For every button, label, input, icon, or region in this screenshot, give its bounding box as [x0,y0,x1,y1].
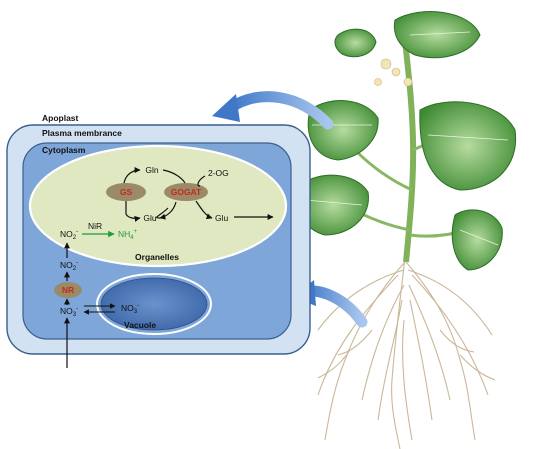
metabolite-glu-left: Glu [143,213,157,223]
label-plasma-membrance: Plasma membrance [42,128,122,138]
plant-flowers [374,58,413,87]
plant-cell: Apoplast Plasma membrance Cytoplasm Orga… [6,113,311,368]
svg-text:NO3-: NO3- [121,303,139,315]
vacuole-rim [96,273,212,335]
svg-text:NO3-: NO3- [60,306,78,318]
metabolite-no3-cytoplasm: NO3- [60,306,78,318]
organelle [28,144,288,268]
svg-text:NO2-: NO2- [60,260,78,272]
metabolite-no2-cytoplasm: NO2- [60,260,78,272]
enzyme-gogat [164,183,208,201]
gs-gogat-cycle-arrows [123,167,274,222]
arrow-leaf-to-cell [212,91,334,130]
plant-leaves [297,11,517,271]
metabolite-no3-vacuole: NO3- [121,303,139,315]
enzyme-gs [106,183,146,201]
label-apoplast: Apoplast [42,113,79,123]
enzyme-nir-label: NiR [88,221,102,231]
enzyme-nr-label: NR [62,285,74,295]
vacuole [100,277,208,331]
metabolite-glu-right: Glu [215,213,229,223]
svg-text:NO2-: NO2- [60,229,78,241]
enzyme-gogat-label: GOGAT [171,187,202,197]
label-organelles: Organelles [135,252,179,262]
label-cytoplasm: Cytoplasm [42,145,86,155]
enzyme-gs-label: GS [120,187,133,197]
cucumber-plant-illustration [297,11,517,449]
metabolite-2og: 2-OG [208,168,229,178]
enzyme-nr [54,282,82,298]
plant-roots [317,257,496,449]
plant-branch-left [353,148,413,192]
metabolite-gln: Gln [145,165,159,175]
label-vacuole: Vacuole [124,320,156,330]
metabolite-no2-organelle: NO2- [60,229,78,241]
svg-text:NH4+: NH4+ [118,229,138,241]
plant-stem [402,39,417,263]
metabolite-nh4: NH4+ [118,229,138,241]
